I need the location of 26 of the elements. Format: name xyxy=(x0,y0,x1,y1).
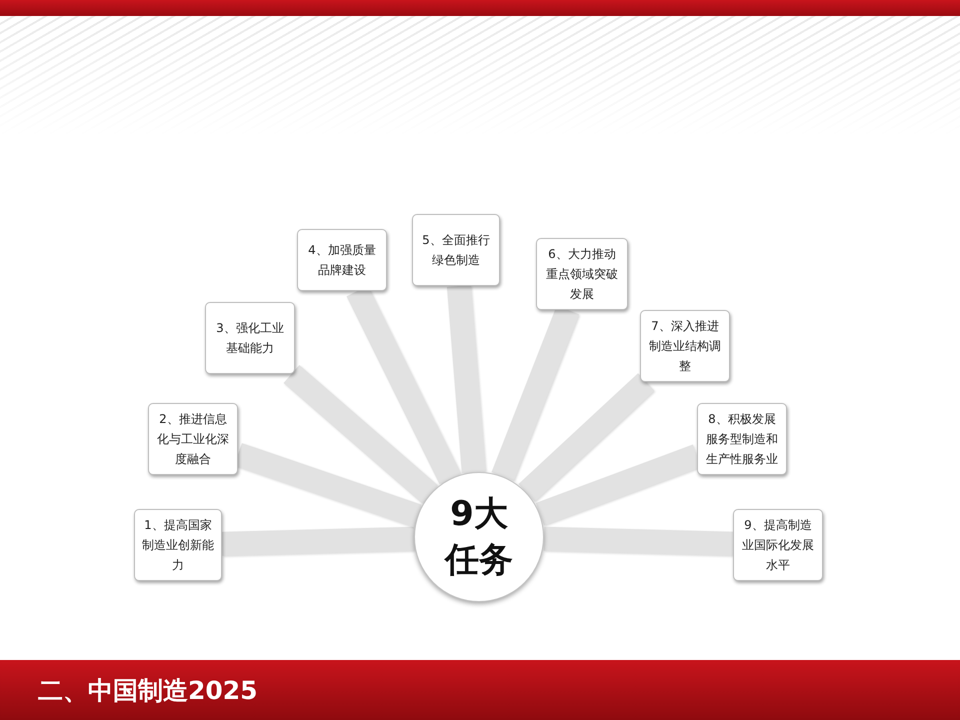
task-text: 1、提高国家制造业创新能力 xyxy=(142,517,214,574)
connector-band xyxy=(518,373,654,502)
connector-band xyxy=(446,285,486,474)
task-box xyxy=(412,214,500,286)
task-box xyxy=(297,229,387,291)
center-title: 9大任务 xyxy=(443,493,514,582)
page-title: 二、中国制造2025 xyxy=(38,675,258,707)
task-box xyxy=(697,403,787,475)
connector-band xyxy=(284,364,438,504)
task-text: 7、深入推进制造业结构调整 xyxy=(648,318,722,375)
task-box xyxy=(148,403,238,475)
task-text: 6、大力推动重点领域突破发展 xyxy=(545,246,619,303)
task-box xyxy=(205,302,295,374)
task-box xyxy=(134,509,222,581)
task-box xyxy=(733,509,823,581)
connector-band xyxy=(544,526,734,556)
task-text: 3、强化工业基础能力 xyxy=(215,320,285,357)
task-box xyxy=(536,238,628,310)
task-text: 2、推进信息化与工业化深度融合 xyxy=(156,411,230,468)
connector-band xyxy=(222,526,414,556)
task-text: 5、全面推行绿色制造 xyxy=(421,232,491,269)
task-text: 4、加强质量品牌建设 xyxy=(307,242,377,279)
center-circle xyxy=(414,472,544,602)
task-text: 8、积极发展服务型制造和生产性服务业 xyxy=(705,411,779,468)
task-box xyxy=(640,310,730,382)
task-text: 9、提高制造业国际化发展水平 xyxy=(741,517,815,574)
